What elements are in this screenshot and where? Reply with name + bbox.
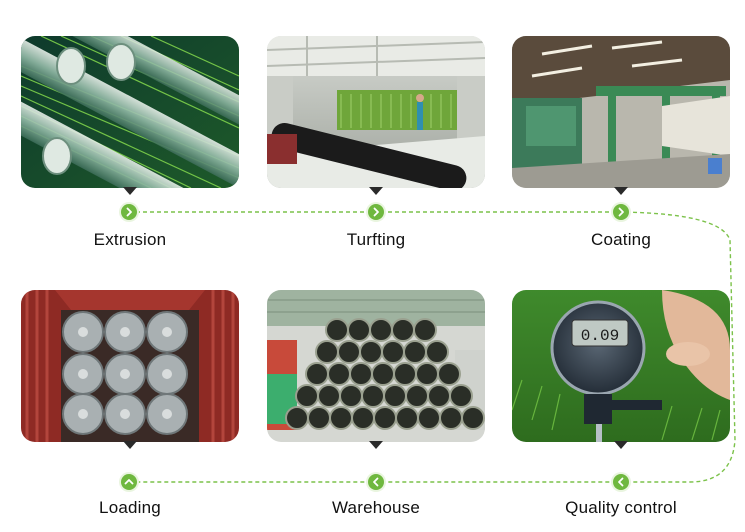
- loading-card: [21, 290, 239, 449]
- warehouse-photo: [267, 290, 485, 442]
- step-label-extrusion: Extrusion: [93, 230, 167, 249]
- next-icon: [368, 204, 384, 220]
- step-label-turfting: Turfting: [346, 230, 406, 249]
- turfting-photo: [267, 36, 485, 188]
- back-icon: [368, 474, 384, 490]
- loading-photo: [21, 290, 239, 442]
- coating-pointer: [614, 187, 628, 195]
- loading-pointer: [123, 441, 137, 449]
- back-icon: [613, 474, 629, 490]
- turfting-card: [267, 36, 485, 195]
- up-icon: [121, 474, 137, 490]
- extrusion-card: [21, 36, 239, 195]
- turfting-pointer: [369, 187, 383, 195]
- gauge-reading: 0.09: [581, 327, 619, 345]
- warehouse-pointer: [369, 441, 383, 449]
- step-label-coating: Coating: [591, 230, 651, 249]
- coating-photo: [512, 36, 730, 188]
- next-icon: [613, 204, 629, 220]
- quality-control-photo: 0.09: [512, 290, 730, 442]
- warehouse-card: [267, 290, 485, 449]
- extrusion-photo: [21, 36, 239, 188]
- next-icon: [121, 204, 137, 220]
- extrusion-pointer: [123, 187, 137, 195]
- step-label-warehouse: Warehouse: [331, 498, 421, 517]
- quality-control-card: 0.09: [512, 290, 730, 449]
- step-label-loading: Loading: [99, 498, 161, 517]
- step-label-quality-control: Quality control: [565, 498, 677, 517]
- coating-card: [512, 36, 730, 195]
- quality-control-pointer: [614, 441, 628, 449]
